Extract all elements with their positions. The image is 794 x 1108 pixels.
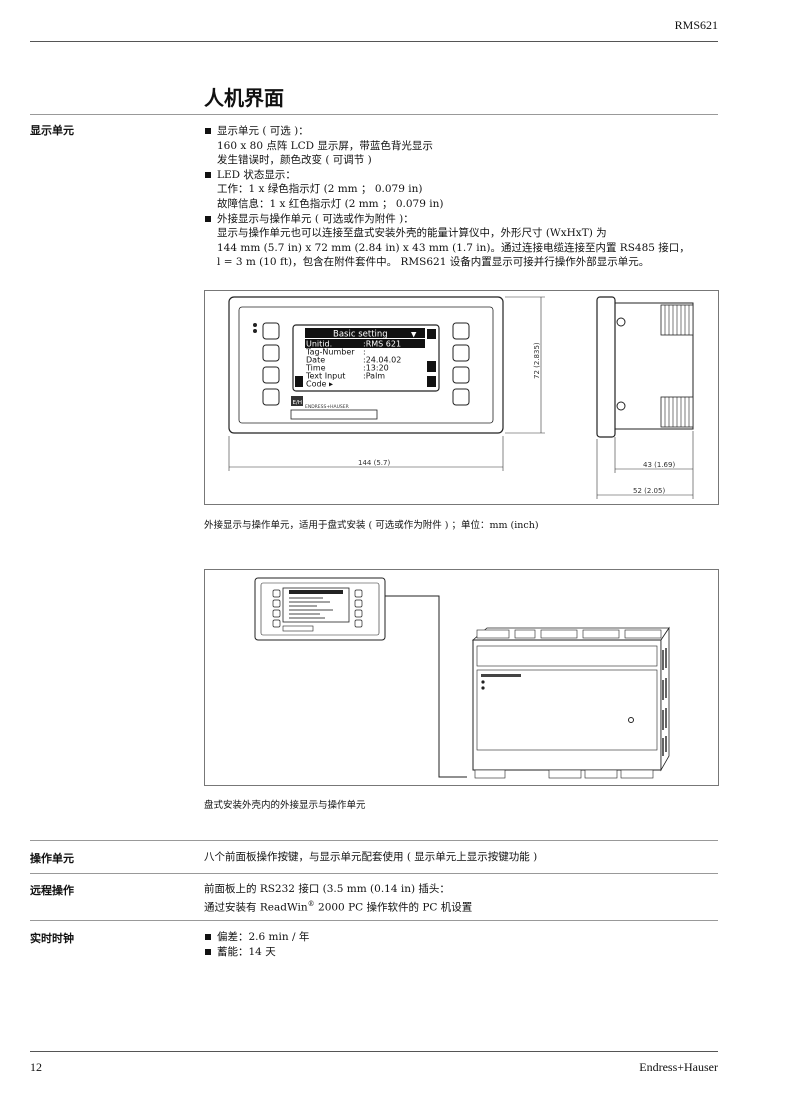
rms621-housing: [472, 639, 662, 771]
led-icon: [481, 686, 485, 690]
dim-width: 144 (5.7): [358, 459, 390, 467]
remote-line-2-pre: 通过安装有 ReadWin: [204, 901, 308, 914]
figure-1-caption: 外接显示与操作单元，适用于盘式安装 ( 可选或作为附件 ) ；单位：mm (in…: [204, 520, 539, 531]
dim-depth2: 52 (2.05): [633, 487, 665, 495]
front-inner: [238, 306, 494, 424]
display-bullet-3-line3: 144 mm (5.7 in) x 72 mm (2.84 in) x 43 m…: [217, 241, 690, 254]
lcd-help-icon: [295, 376, 303, 387]
clock-bullet-1: 偏差：2.6 min / 年: [204, 930, 744, 945]
operation-text: 八个前面板操作按键，与显示单元配套使用 ( 显示单元上显示按键功能 ): [204, 851, 538, 863]
led-green-icon: [253, 323, 257, 327]
header-rule: [30, 41, 718, 42]
display-bullet-1-line3: 发生错误时，颜色改变 ( 可调节 ): [217, 154, 372, 167]
lcd-row-key: Time: [305, 364, 326, 373]
side-bezel: [596, 296, 616, 438]
figure-2-caption: 盘式安装外壳内的外接显示与操作单元: [204, 800, 366, 811]
front-button-r1: [452, 322, 470, 340]
lcd-row-key: Tag-Number: [305, 348, 355, 357]
operation-label: 操作单元: [30, 852, 74, 865]
remote-line-2-post: 2000 PC 操作软件的 PC 机设置: [314, 901, 473, 914]
label-slot: [290, 409, 378, 420]
lcd-row-key: Text Input: [305, 372, 345, 381]
top-terminals: [476, 629, 662, 639]
screw-icon: [616, 401, 626, 411]
lcd-row-key: Date: [306, 356, 325, 365]
display-bullet-1-line2: 160 x 80 点阵 LCD 显示屏，带蓝色背光显示: [217, 139, 433, 152]
front-bezel: [228, 296, 504, 434]
dim-height: 72 (2.835): [533, 342, 541, 379]
remote-label: 远程操作: [30, 884, 74, 897]
rs232-port-icon: [628, 717, 634, 723]
lcd-row-value: :RMS 621: [363, 340, 401, 349]
display-bullet-3-line4: l = 3 m (10 ft)，包含在附件套件中。 RMS621 设备内置显示可…: [217, 256, 650, 269]
lcd-title-bar: [305, 328, 425, 338]
display-label: 显示单元: [30, 124, 74, 137]
lcd-row-key: Unitid.: [306, 340, 332, 349]
figure-1-panel: Basic setting ▼ Unitid. :RMS 621 Tag-Num…: [204, 290, 719, 505]
section-title: 人机界面: [204, 86, 284, 110]
lcd-row-value: :Palm: [363, 372, 385, 381]
chevron-down-icon: ▼: [411, 331, 417, 339]
side-housing: [614, 302, 694, 430]
led-red-icon: [253, 329, 257, 333]
lcd-row-value: :24.04.02: [363, 356, 401, 365]
lcd-row-key: Code ▸: [306, 380, 333, 389]
front-button-r2: [452, 344, 470, 362]
display-bullet-3: 外接显示与操作单元 ( 可选或作为附件 )：: [204, 212, 744, 227]
lcd-row-value: :: [363, 348, 366, 357]
front-button-r4: [452, 388, 470, 406]
lcd-rows: Unitid. :RMS 621 Tag-Number : Date :24.0…: [305, 340, 401, 389]
header-model: RMS621: [674, 18, 718, 32]
display-bullet-3-line2: 显示与操作单元也可以连接至盘式安装外壳的能量计算仪中，外形尺寸 (WxHxT) …: [217, 227, 607, 240]
clock-text: 偏差：2.6 min / 年 蓄能：14 天: [204, 930, 744, 959]
footer-rule: [30, 1051, 718, 1052]
remote-text: 前面板上的 RS232 接口 (3.5 mm (0.14 in) 插头： 通过安…: [204, 882, 744, 915]
lcd-title: Basic setting: [333, 330, 388, 340]
clock-label: 实时时钟: [30, 932, 74, 945]
screw-icon: [616, 317, 626, 327]
front-button-r3: [452, 366, 470, 384]
lcd-arrow-down-icon: [427, 361, 436, 372]
display-bullet-2: LED 状态显示：: [204, 168, 744, 183]
lcd-enter-icon: [427, 376, 436, 387]
figure-2-drawing: [254, 577, 670, 779]
brand-tag: E/H: [293, 400, 302, 406]
connection-cable: [385, 595, 467, 778]
led-icon: [481, 680, 485, 684]
brand-logo-icon: [291, 396, 303, 406]
dim-depth1: 43 (1.69): [643, 461, 675, 469]
figure-2-panel: [204, 569, 719, 786]
display-text: 显示单元 ( 可选 )： 160 x 80 点阵 LCD 显示屏，带蓝色背光显示…: [204, 124, 744, 270]
footer-brand: Endress+Hauser: [639, 1060, 718, 1074]
bottom-terminals: [474, 769, 654, 779]
front-button-l2: [262, 344, 280, 362]
display-bullet-2-line3: 故障信息：1 x 红色指示灯 (2 mm ； 0.079 in): [217, 197, 444, 210]
section-rule: [30, 114, 718, 115]
figure-1-drawing: Basic setting ▼ Unitid. :RMS 621 Tag-Num…: [228, 296, 694, 499]
lcd-row-value: :13:20: [363, 364, 389, 373]
display-bullet-2-line2: 工作：1 x 绿色指示灯 (2 mm ； 0.079 in): [217, 183, 423, 196]
front-button-l4: [262, 388, 280, 406]
clock-bullet-2: 蓄能：14 天: [204, 945, 744, 960]
page-number: 12: [30, 1060, 42, 1074]
registered-mark: ®: [307, 899, 315, 908]
remote-line-2: 通过安装有 ReadWin® 2000 PC 操作软件的 PC 机设置: [204, 897, 744, 915]
front-button-l1: [262, 322, 280, 340]
display-bullet-1: 显示单元 ( 可选 )：: [204, 124, 744, 139]
brand-text: ENDRESS+HAUSER: [305, 404, 349, 410]
remote-line-1: 前面板上的 RS232 接口 (3.5 mm (0.14 in) 插头：: [204, 883, 450, 895]
lcd-back-icon: [427, 329, 436, 339]
lcd-row-highlight: [305, 339, 425, 348]
front-button-l3: [262, 366, 280, 384]
